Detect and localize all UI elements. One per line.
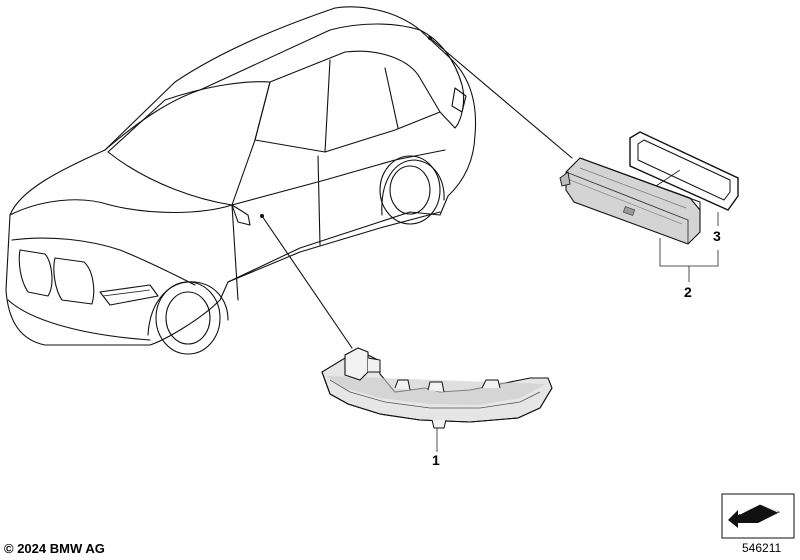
view-direction-icon — [721, 493, 795, 539]
callout-1: 1 — [432, 452, 440, 468]
leader-lines — [261, 37, 719, 452]
copyright-text: © 2024 BMW AG — [4, 541, 105, 556]
vehicle-outline — [5, 6, 477, 355]
diagram-number: 546211 — [742, 541, 782, 555]
control-unit-part — [559, 157, 701, 245]
mirror-turn-indicator-part — [321, 347, 553, 429]
callout-3: 3 — [713, 228, 721, 244]
gasket-part — [629, 131, 739, 211]
callout-2: 2 — [684, 284, 692, 300]
